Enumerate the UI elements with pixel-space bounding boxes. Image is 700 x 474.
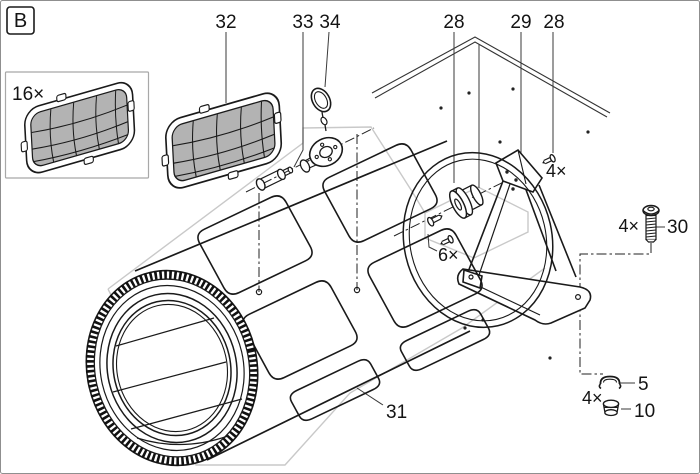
screw-6x-icon xyxy=(440,235,454,246)
callout-31: 31 xyxy=(386,402,407,423)
retaining-pin-icon xyxy=(255,166,294,191)
callout-labels: B 16× 32 33 34 28 29 28 4× 6× 4× 30 5 4×… xyxy=(12,10,688,423)
leader-33 xyxy=(293,32,304,168)
qty-6x-drum: 6× xyxy=(438,245,459,265)
callout-10: 10 xyxy=(634,401,655,422)
callout-28-left: 28 xyxy=(443,12,464,33)
figure-ref-label: B xyxy=(14,10,27,32)
callout-34: 34 xyxy=(319,12,341,33)
callout-32: 32 xyxy=(215,12,236,33)
bearing-hub-icon xyxy=(308,136,344,168)
drum-bottom-rail xyxy=(206,330,471,461)
container-outline xyxy=(371,36,611,360)
stand-base xyxy=(456,268,592,325)
roller-axle-screw xyxy=(427,214,443,227)
screw-28-icon xyxy=(542,154,556,165)
support-roller xyxy=(448,184,484,219)
fasteners-right xyxy=(598,204,660,417)
stand-base-hole xyxy=(574,294,581,301)
bearing-hub-assembly xyxy=(255,87,344,191)
inset-box xyxy=(4,71,150,179)
gear-teeth xyxy=(85,270,259,466)
container-hole-dots xyxy=(439,87,590,360)
qty-4x-cap: 4× xyxy=(582,388,603,408)
stand-foot-hole xyxy=(468,274,474,280)
support-roller-assembly xyxy=(427,184,484,227)
drum-boss-hub xyxy=(353,286,361,294)
axis-hub xyxy=(245,127,375,193)
callout-33: 33 xyxy=(292,12,313,33)
callout-leader-lines xyxy=(225,31,665,410)
leader-6x-hook xyxy=(427,233,438,252)
small-screws xyxy=(440,154,556,246)
axis-bolt-path xyxy=(579,243,652,375)
bolt-30-icon xyxy=(642,204,660,243)
callout-30: 30 xyxy=(667,217,688,238)
drum-gear-ring xyxy=(85,269,259,467)
callout-5: 5 xyxy=(638,374,649,395)
qty-16x-label: 16× xyxy=(12,84,44,105)
cap-10-icon xyxy=(602,399,620,417)
figure-ref-box xyxy=(6,6,35,35)
leader-31 xyxy=(356,387,384,406)
callout-28-right: 28 xyxy=(543,12,564,33)
drum-boss-pin xyxy=(255,288,263,296)
callout-29: 29 xyxy=(510,12,531,33)
clip-5-icon xyxy=(598,375,622,390)
pull-ring-icon xyxy=(310,87,332,113)
drum-rear-rim xyxy=(402,151,554,329)
qty-4x-bolt: 4× xyxy=(618,216,639,236)
drum-cage xyxy=(85,140,554,467)
qty-4x-screw: 4× xyxy=(546,161,567,181)
drum-interior-lines xyxy=(112,317,243,446)
leader-34 xyxy=(324,31,330,88)
drum-top-rail xyxy=(134,140,448,272)
